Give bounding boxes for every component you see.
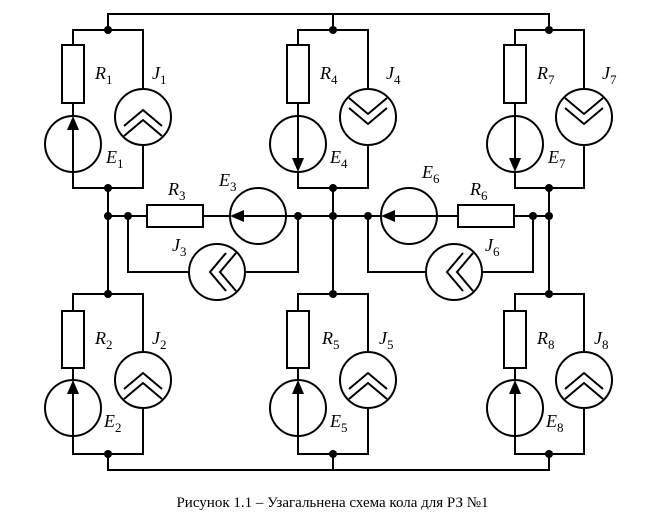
label-r6: R6 [469,179,488,203]
resistor-r1 [61,44,85,104]
label-e3: E3 [218,170,237,194]
label-j8: J8 [594,328,609,352]
voltage-source-e7 [486,115,544,173]
current-source-j5 [339,351,397,409]
resistor-r3 [146,204,204,228]
label-j3: J3 [172,235,187,259]
label-r1: R1 [94,63,113,87]
node-dot [329,26,337,34]
label-e2: E2 [103,411,122,435]
node-dot [104,212,112,220]
voltage-source-e1 [44,115,102,173]
current-source-j8 [555,351,613,409]
label-j4: J4 [386,63,401,87]
node-dot [104,26,112,34]
node-dot [364,212,372,220]
resistor-r5 [286,310,310,369]
node-dot [529,212,537,220]
current-source-j4 [339,88,397,146]
node-dot [124,212,132,220]
node-dot [545,450,553,458]
label-e8: E8 [545,411,564,435]
voltage-source-e8 [486,379,544,437]
label-r3: R3 [167,179,186,203]
label-e1: E1 [105,147,124,171]
figure-caption: Рисунок 1.1 – Узагальнена схема кола для… [176,495,489,511]
label-e4: E4 [329,147,348,171]
current-sources [114,88,613,409]
node-dot [545,26,553,34]
node-dot [329,450,337,458]
label-e7: E7 [547,147,566,171]
current-source-j6 [425,243,483,301]
current-source-j2 [114,351,172,409]
node-dot [294,212,302,220]
current-source-j3 [188,243,246,301]
labels: R1 J1 E1 R4 J4 E4 R7 J7 E7 R3 E3 J3 E6 R… [94,63,617,435]
resistors [61,44,527,369]
label-r4: R4 [319,63,338,87]
label-e6: E6 [421,162,440,186]
nodes [104,26,553,458]
node-dot [104,290,112,298]
label-j1: J1 [152,63,167,87]
resistor-r8 [503,310,527,369]
node-dot [545,184,553,192]
current-source-j7 [555,88,613,146]
node-dot [329,290,337,298]
label-e5: E5 [329,411,348,435]
voltage-source-e4 [269,115,327,173]
node-dot [104,184,112,192]
label-j2: J2 [152,328,167,352]
label-r2: R2 [94,328,113,352]
label-j6: J6 [485,235,500,259]
voltage-source-e5 [269,379,327,437]
node-dot [545,212,553,220]
label-r7: R7 [536,63,555,87]
label-r5: R5 [321,328,340,352]
current-source-j1 [114,88,172,146]
voltage-source-e3 [229,187,287,245]
node-dot [329,184,337,192]
node-dot [545,290,553,298]
label-j5: J5 [379,328,394,352]
resistor-r6 [457,204,515,228]
label-r8: R8 [536,328,555,352]
resistor-r4 [286,44,310,104]
label-j7: J7 [602,63,617,87]
voltage-source-e2 [44,379,102,437]
voltage-sources [44,115,544,437]
resistor-r2 [61,310,85,369]
resistor-r7 [503,44,527,104]
node-dot [104,450,112,458]
voltage-source-e6 [380,187,438,245]
circuit-schematic: R1 J1 E1 R4 J4 E4 R7 J7 E7 R3 E3 J3 E6 R… [44,13,617,471]
node-dot [329,212,337,220]
